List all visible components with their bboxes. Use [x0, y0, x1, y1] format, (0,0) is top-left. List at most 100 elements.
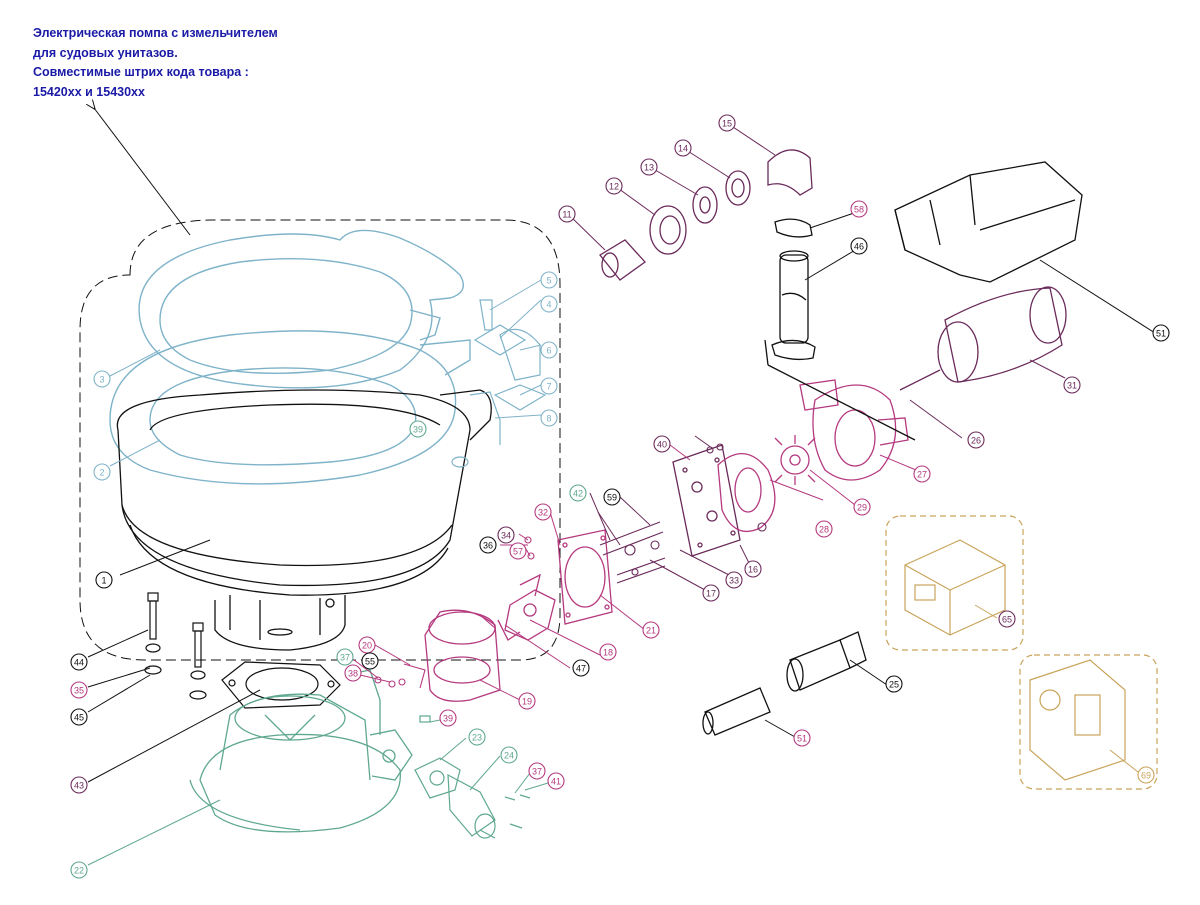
callout-circle [569, 484, 587, 502]
macerator-blade [497, 573, 556, 641]
callout-circle [336, 648, 354, 666]
callout-number: 23 [472, 733, 482, 743]
callout-25: 25 [885, 675, 903, 693]
callout-circle [998, 610, 1016, 628]
callout-circle [540, 271, 558, 289]
callout-number: 40 [657, 440, 667, 450]
callout-number: 37 [532, 767, 542, 777]
callout-15: 15 [718, 114, 736, 132]
outlet-fitting [414, 715, 531, 839]
callout-circle [344, 664, 362, 682]
callout-number: 8 [546, 414, 551, 424]
title-pointer-arrow [94, 108, 191, 236]
callout-circle [967, 431, 985, 449]
callout-4: 4 [540, 295, 558, 313]
callout-40: 40 [653, 435, 671, 453]
bolts-33-43 [599, 443, 767, 584]
title-line-1: Электрическая помпа с измельчителем [33, 26, 278, 40]
callout-2: 2 [93, 463, 111, 481]
callout-18: 18 [599, 643, 617, 661]
callout-circle [599, 643, 617, 661]
callout-number: 14 [678, 144, 688, 154]
callout-number: 20 [362, 641, 372, 651]
callout-circle [497, 526, 515, 544]
callout-27: 27 [913, 465, 931, 483]
control-switch-box [885, 515, 1024, 651]
callout-number: 32 [538, 508, 548, 518]
callout-number: 7 [546, 382, 551, 392]
title-line-3: Совместимые штрих кода товара : [33, 65, 249, 79]
callout-number: 47 [576, 664, 586, 674]
callout-circle [540, 295, 558, 313]
callout-number: 19 [522, 697, 532, 707]
callout-14: 14 [674, 139, 692, 157]
callout-33: 33 [725, 571, 743, 589]
callout-57: 57 [509, 542, 527, 560]
callout-number: 13 [644, 163, 654, 173]
diagram-title: Электрическая помпа с измельчителем для … [33, 24, 373, 102]
callout-29: 29 [853, 498, 871, 516]
callout-28: 28 [815, 520, 833, 538]
callout-circle [1137, 766, 1155, 784]
mounting-bolts [144, 592, 207, 700]
callout-circle [642, 621, 660, 639]
callout-circle [744, 560, 762, 578]
callout-number: 38 [348, 669, 358, 679]
callout-circle [468, 728, 486, 746]
callout-5: 5 [540, 271, 558, 289]
callout-26: 26 [967, 431, 985, 449]
callout-number: 41 [551, 777, 561, 787]
callout-35: 35 [70, 681, 88, 699]
callout-circle [850, 200, 868, 218]
callout-16: 16 [744, 560, 762, 578]
callout-number: 39 [413, 425, 423, 435]
impeller-29 [774, 435, 816, 485]
callout-24: 24 [500, 746, 518, 764]
callout-number: 27 [917, 470, 927, 480]
hose-barb-51 [702, 687, 771, 736]
callout-circle [793, 729, 811, 747]
title-line-2: для судовых унитазов. [33, 45, 178, 60]
toilet-group-boundary [79, 219, 561, 661]
toilet-seat-lid [109, 229, 471, 485]
callout-number: 51 [797, 734, 807, 744]
callout-circle [70, 776, 88, 794]
callout-21: 21 [642, 621, 660, 639]
callout-37: 37 [528, 762, 546, 780]
callout-number: 34 [501, 531, 511, 541]
callout-number: 69 [1141, 771, 1151, 781]
callout-circle [674, 139, 692, 157]
pump-end-plate [672, 444, 741, 557]
callout-6: 6 [540, 341, 558, 359]
callout-circle [93, 463, 111, 481]
callout-number: 24 [504, 751, 514, 761]
callout-39: 39 [439, 709, 457, 727]
callout-number: 42 [573, 489, 583, 499]
callout-circle [605, 177, 623, 195]
callout-circle [518, 692, 536, 710]
pump-housing-27 [799, 379, 909, 481]
callout-circle [479, 536, 497, 554]
callout-number: 55 [365, 657, 375, 667]
inlet-fittings [599, 149, 813, 281]
pump-body [189, 669, 413, 833]
callout-number: 28 [819, 525, 829, 535]
callout-circle [725, 571, 743, 589]
callout-31: 31 [1063, 376, 1081, 394]
callout-51: 51 [793, 729, 811, 747]
callout-47: 47 [572, 659, 590, 677]
callout-38: 38 [344, 664, 362, 682]
callout-circle [534, 503, 552, 521]
callout-circle [509, 542, 527, 560]
callout-number: 11 [562, 210, 571, 220]
callout-37: 37 [336, 648, 354, 666]
callout-55: 55 [361, 652, 379, 670]
callout-17: 17 [702, 584, 720, 602]
callout-number: 65 [1002, 615, 1012, 625]
callout-3: 3 [93, 370, 111, 388]
callout-42: 42 [569, 484, 587, 502]
hose-barb-25 [786, 631, 867, 692]
callout-circle [653, 435, 671, 453]
callout-number: 15 [722, 119, 732, 129]
callout-46: 46 [850, 237, 868, 255]
